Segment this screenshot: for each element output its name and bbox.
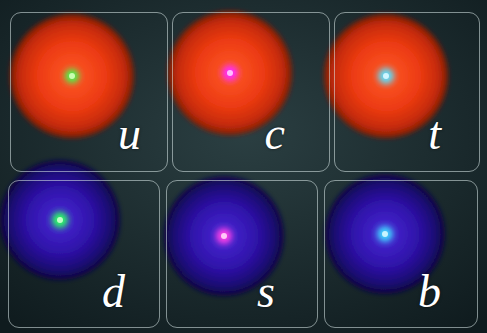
color-core	[216, 228, 232, 244]
color-core	[222, 65, 238, 81]
quark-symbol: t	[428, 111, 441, 157]
color-core	[383, 73, 389, 79]
quark-tile: u	[10, 12, 168, 172]
quark-symbol: c	[265, 111, 285, 157]
color-core	[52, 212, 68, 228]
quark-symbol: d	[102, 269, 125, 315]
quark-tile: s	[166, 180, 318, 328]
quark-symbol: s	[257, 269, 275, 315]
color-core	[221, 233, 227, 239]
quark-tile: b	[324, 180, 478, 328]
color-core	[65, 69, 79, 83]
color-core	[69, 73, 75, 79]
spheres	[0, 11, 448, 296]
quark-symbol: u	[118, 111, 141, 157]
quark-tile: d	[8, 180, 160, 328]
color-core	[378, 68, 394, 84]
quark-tile: c	[172, 12, 330, 172]
color-core	[57, 217, 63, 223]
quark-tile: t	[334, 12, 480, 172]
down-sphere	[0, 160, 120, 280]
color-core	[382, 231, 388, 237]
quark-symbol: b	[418, 269, 441, 315]
color-core	[227, 70, 233, 76]
color-core	[377, 226, 393, 242]
up-sphere	[10, 14, 134, 138]
